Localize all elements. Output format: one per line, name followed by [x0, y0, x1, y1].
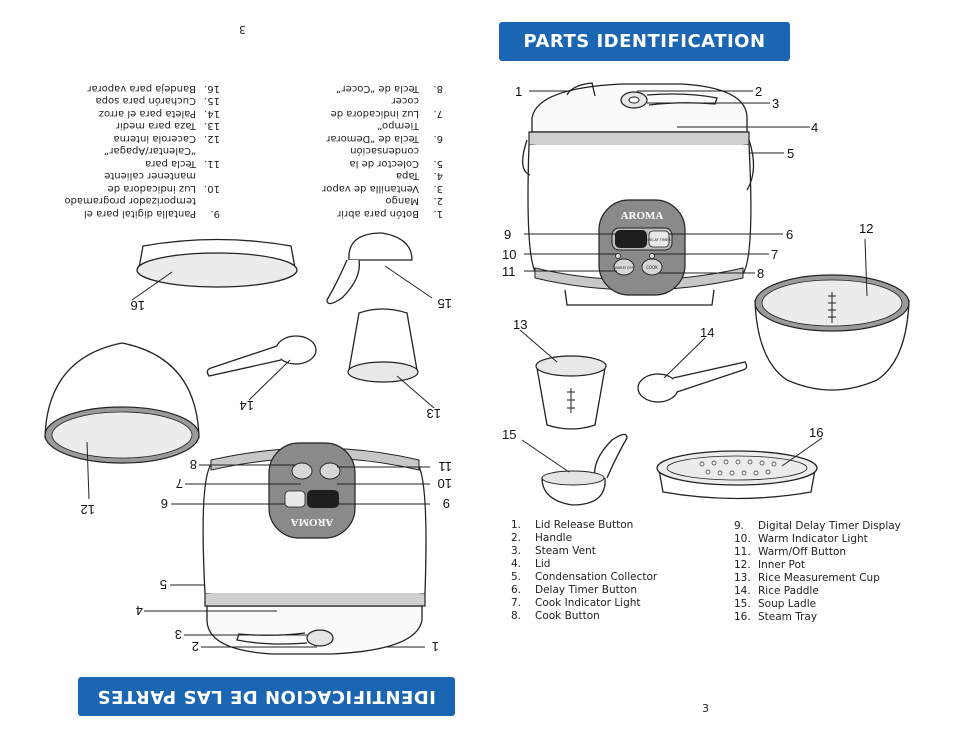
- page-title-banner: PARTS IDENTIFICATION: [499, 22, 790, 61]
- callout-12: 12: [859, 221, 873, 236]
- callout-4: 4: [811, 120, 818, 135]
- brand-logo: AROMA: [621, 210, 664, 222]
- list-item: 3.Ventanilla de vapor: [322, 183, 443, 194]
- parts-list-1-8-es: 1.Botón para abrir 2.Mango 3.Ventanilla …: [243, 82, 443, 219]
- callout-2: 2: [755, 84, 762, 99]
- list-item: 10.Warm Indicator Light: [734, 533, 868, 545]
- callout-9-es: 9: [443, 496, 450, 511]
- list-item: 13.Rice Measurement Cup: [734, 572, 880, 584]
- measuring-cup-illustration: [519, 329, 607, 430]
- list-item: 4.Lid: [511, 558, 551, 570]
- list-item: 8.Tecla de “Cocer”: [335, 83, 443, 94]
- callout-1: 1: [515, 84, 522, 99]
- callout-16-es: 16: [131, 298, 145, 313]
- page-title: PARTS IDENTIFICATION: [523, 31, 766, 52]
- callout-11-es: 11: [439, 459, 453, 474]
- parts-list-1-8: 1.Lid Release Button 2.Handle 3.Steam Ve…: [511, 519, 657, 623]
- callout-7-es: 7: [176, 476, 183, 491]
- callout-8: 8: [757, 266, 764, 281]
- list-item: 9.Pantalla digital para el temporizador …: [64, 195, 220, 220]
- warm-off-button-label: WARM OFF: [614, 266, 633, 270]
- list-item: 15.Soup Ladle: [734, 598, 817, 610]
- list-item: 6.Delay Timer Button: [511, 584, 637, 596]
- list-item: 14.Paleta para el arroz: [98, 108, 220, 119]
- list-item: 8.Cook Button: [511, 610, 600, 622]
- callout-16: 16: [809, 425, 823, 440]
- parts-list-9-16: 9.Digital Delay Timer Display 10.Warm In…: [734, 520, 901, 624]
- cook-button-label: COOK: [646, 265, 658, 270]
- list-item: 1.Botón para abrir: [337, 208, 443, 219]
- callout-2-es: 2: [192, 639, 199, 654]
- callout-14-es: 14: [240, 398, 254, 413]
- list-item: 7.Cook Indicator Light: [511, 597, 641, 609]
- page-number-es: 3: [239, 23, 246, 36]
- list-item: 11.Warm/Off Button: [734, 546, 847, 558]
- steam-tray-illustration-es: [131, 238, 298, 301]
- list-item: 9.Digital Delay Timer Display: [734, 520, 901, 532]
- list-item: 5.Colector de la condensación: [349, 145, 443, 170]
- list-item: 11.Tecla para “Calentar/Apagar”: [103, 145, 220, 170]
- soup-ladle-illustration-es: [326, 232, 433, 305]
- delay-timer-button-label: DELAY TIMER: [647, 238, 671, 242]
- list-item: 12.Cacerola interna: [113, 133, 220, 144]
- callout-15-es: 15: [438, 296, 452, 311]
- list-item: 16.Steam Tray: [734, 611, 818, 623]
- list-item: 15.Cucharón para sopa: [95, 95, 220, 107]
- callout-10-es: 10: [438, 476, 452, 491]
- callout-13: 13: [513, 317, 527, 332]
- callout-3: 3: [772, 96, 779, 111]
- callout-13-es: 13: [427, 406, 441, 421]
- soup-ladle-illustration: [521, 433, 628, 506]
- callout-14: 14: [700, 325, 714, 340]
- rice-paddle-illustration-es: [206, 335, 317, 401]
- inner-pot-illustration-es: [44, 342, 200, 500]
- spanish-page-rotated: IDENTIFICACION DE LAS PARTES AROMA: [44, 23, 455, 716]
- list-item: 14.Rice Paddle: [734, 585, 819, 597]
- parts-diagram-es: AROMA: [44, 232, 453, 655]
- list-item: 7.Luz indicadora de cocer: [330, 95, 443, 120]
- list-item: 5.Condensation Collector: [511, 571, 658, 583]
- callout-9: 9: [504, 227, 511, 242]
- list-item: 6.Tecla de “Demorar Tiempo”: [326, 120, 443, 145]
- list-item: 1.Lid Release Button: [511, 519, 634, 531]
- brand-logo-es: AROMA: [291, 516, 334, 528]
- callout-5: 5: [787, 146, 794, 161]
- inner-pot-illustration: [754, 238, 910, 391]
- callout-4-es: 4: [136, 603, 143, 618]
- callout-1-es: 1: [432, 639, 439, 654]
- callout-7: 7: [771, 247, 778, 262]
- callout-12-es: 12: [81, 502, 95, 517]
- list-item: 16.Bandeja para vaporar: [87, 83, 220, 94]
- english-page: PARTS IDENTIFICATION AROMA DELA: [477, 0, 954, 738]
- callout-3-es: 3: [175, 627, 182, 642]
- callout-15: 15: [502, 427, 516, 442]
- page-number: 3: [702, 702, 709, 715]
- list-item: 12.Inner Pot: [734, 559, 806, 571]
- list-item: 4.Tapa: [395, 170, 443, 182]
- list-item: 10.Luz indicadora de mantener caliente: [104, 170, 220, 195]
- list-item: 2.Handle: [511, 532, 573, 544]
- steam-tray-illustration: [656, 437, 823, 500]
- callout-8-es: 8: [190, 457, 197, 472]
- rice-cooker-illustration: AROMA DELAY TIMER WARM OFF COOK: [522, 82, 755, 306]
- callout-10: 10: [502, 247, 516, 262]
- parts-list-9-16-es: 9.Pantalla digital para el temporizador …: [45, 82, 220, 220]
- rice-cooker-illustration-es: AROMA: [202, 442, 427, 655]
- callout-11: 11: [502, 264, 516, 279]
- callout-6-es: 6: [161, 496, 168, 511]
- parts-diagram: AROMA DELAY TIMER WARM OFF COOK: [502, 82, 910, 506]
- rice-paddle-illustration: [637, 337, 748, 403]
- list-item: 2.Mango: [385, 195, 443, 207]
- callout-5-es: 5: [160, 577, 167, 592]
- measuring-cup-illustration-es: [347, 308, 435, 409]
- callout-6: 6: [786, 227, 793, 242]
- list-item: 3.Steam Vent: [511, 545, 596, 557]
- list-item: 13.Taza para medir: [115, 120, 220, 132]
